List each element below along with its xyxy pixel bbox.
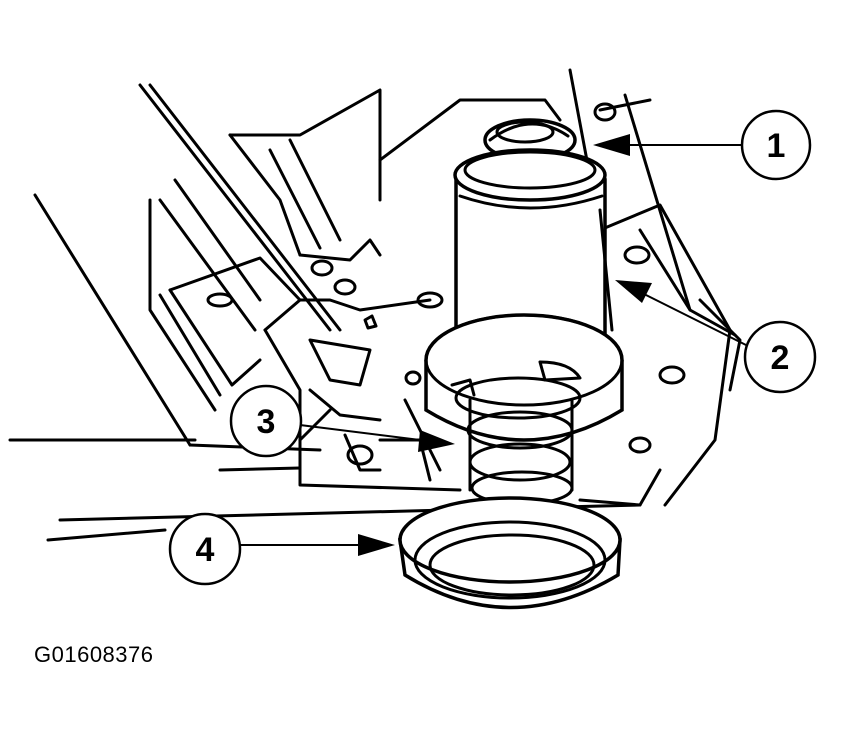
figure-id-label: G01608376 — [34, 642, 154, 667]
arrowhead-4 — [358, 534, 395, 556]
arrowhead-3 — [418, 430, 455, 452]
arrowhead-2 — [615, 280, 652, 303]
callout-1-label: 1 — [767, 127, 786, 165]
callout-4: 4 — [168, 512, 242, 586]
coil-spring-part — [454, 376, 582, 506]
arrowhead-1 — [593, 134, 630, 156]
valve-body-housing — [8, 68, 742, 542]
callout-3-label: 3 — [257, 403, 276, 441]
callout-4-label: 4 — [196, 531, 215, 569]
leader-arrows — [239, 134, 747, 556]
leader-line-3 — [299, 424, 421, 441]
callout-3: 3 — [229, 384, 303, 458]
callout-1: 1 — [740, 109, 812, 181]
callout-2-label: 2 — [771, 339, 790, 377]
retainer-ring-part — [397, 496, 622, 610]
callout-2: 2 — [743, 320, 817, 394]
leader-line-2 — [639, 291, 747, 346]
